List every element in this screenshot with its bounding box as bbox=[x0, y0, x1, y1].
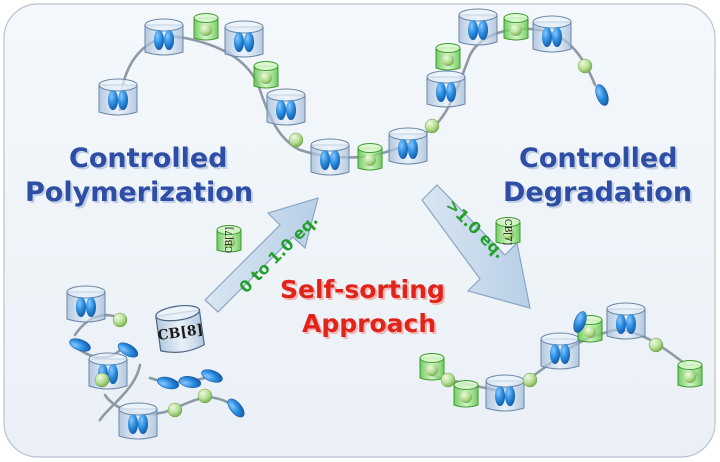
center-title-line1: Self-sorting bbox=[280, 275, 445, 304]
cb8-host bbox=[66, 285, 106, 323]
svg-text:Approach: Approach bbox=[304, 311, 438, 340]
cb8-host bbox=[540, 332, 580, 370]
center-title-line2: Approach bbox=[302, 309, 436, 338]
cb7-right-label: CB[7] bbox=[502, 219, 512, 245]
cb8-host bbox=[266, 88, 306, 126]
linker-ball bbox=[522, 372, 538, 388]
cb8-host bbox=[458, 8, 498, 46]
right-title-line1: Controlled bbox=[519, 143, 678, 174]
cb8-reagent: CB[8] bbox=[155, 304, 205, 353]
cb8-host bbox=[118, 402, 158, 440]
linker-ball bbox=[424, 118, 440, 134]
monomer-mixture bbox=[66, 285, 248, 440]
cb8-host bbox=[426, 70, 466, 108]
cb7-host bbox=[253, 61, 279, 89]
cb8-host bbox=[388, 127, 428, 165]
cb7-reagent-left: CB[7] bbox=[216, 225, 242, 253]
linker-ball bbox=[197, 388, 213, 404]
svg-text:Controlled: Controlled bbox=[71, 145, 230, 176]
svg-text:Degradation: Degradation bbox=[505, 179, 694, 210]
linker-ball bbox=[648, 337, 664, 353]
cb8-host bbox=[310, 138, 350, 176]
cb7-host bbox=[357, 143, 383, 171]
linker-ball bbox=[112, 312, 128, 328]
cb8-host bbox=[224, 20, 264, 58]
polymer-chain-top bbox=[98, 8, 612, 176]
cb8-host bbox=[144, 18, 184, 56]
cb7-host bbox=[193, 13, 219, 41]
cb8-host bbox=[98, 78, 138, 116]
right-title-line2: Degradation bbox=[503, 177, 692, 208]
center-title: Self-sorting Self-sorting Approach Appro… bbox=[280, 275, 447, 340]
cb7-host bbox=[503, 13, 529, 41]
linker-ball bbox=[94, 372, 110, 388]
cb8-host bbox=[606, 302, 646, 340]
left-title: Controlled Controlled Polymerization Pol… bbox=[25, 143, 255, 210]
cb7-left-label: CB[7] bbox=[225, 227, 235, 253]
cb7-host bbox=[677, 360, 703, 388]
right-title: Controlled Controlled Degradation Degrad… bbox=[503, 143, 694, 210]
svg-text:Self-sorting: Self-sorting bbox=[282, 277, 447, 306]
cb7-host bbox=[435, 43, 461, 71]
svg-text:Controlled: Controlled bbox=[521, 145, 680, 176]
linker-ball bbox=[288, 132, 304, 148]
linker-ball bbox=[440, 372, 456, 388]
cb8-label: CB[8] bbox=[157, 322, 205, 344]
degraded-chain bbox=[419, 302, 703, 412]
svg-text:Polymerization: Polymerization bbox=[27, 179, 255, 210]
cb7-reagent-right: CB[7] bbox=[495, 217, 521, 245]
cb7-host bbox=[453, 380, 479, 408]
left-title-line1: Controlled bbox=[69, 143, 228, 174]
linker-ball bbox=[577, 58, 593, 74]
linker-ball bbox=[167, 402, 183, 418]
cb8-host bbox=[532, 15, 572, 53]
cb7-host bbox=[419, 353, 445, 381]
left-title-line2: Polymerization bbox=[25, 177, 253, 208]
cb8-host bbox=[485, 374, 525, 412]
